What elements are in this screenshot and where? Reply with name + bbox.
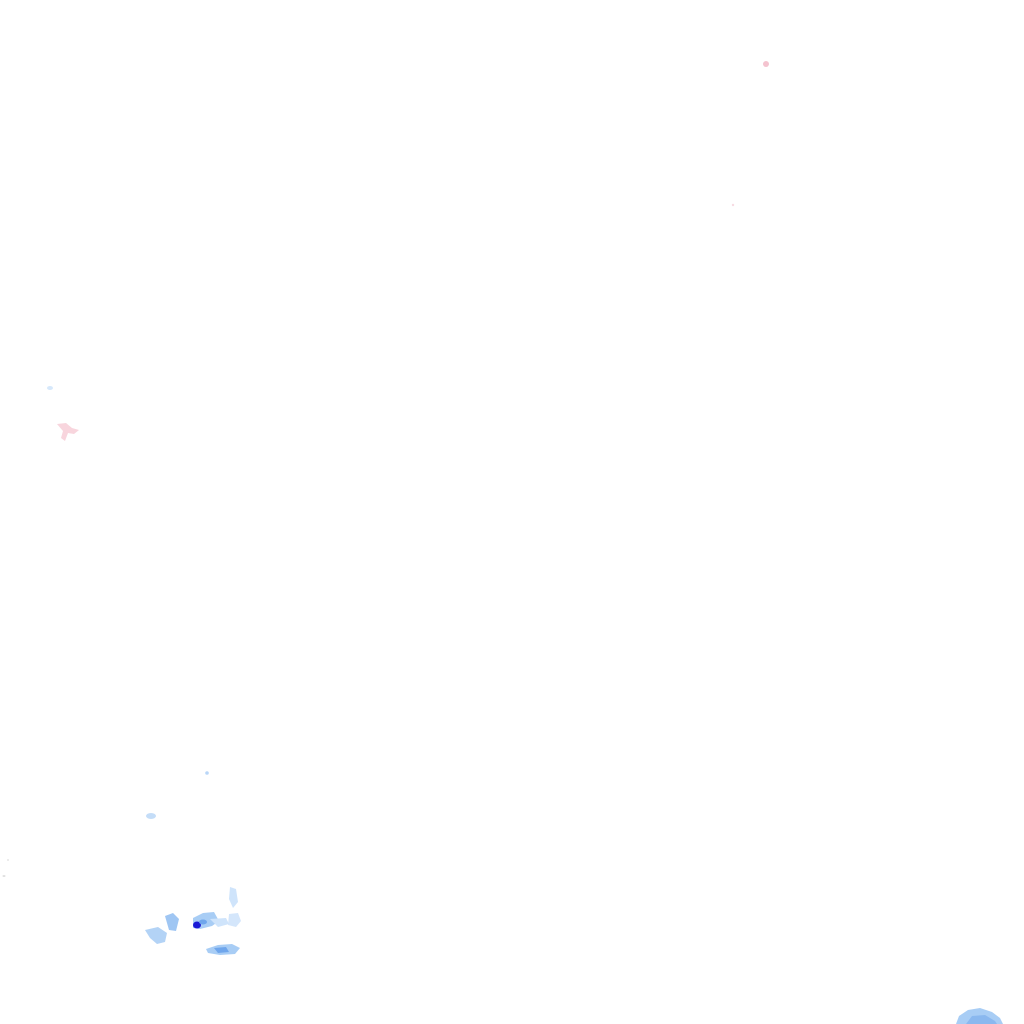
rain-cell-left-edge — [47, 386, 53, 390]
rain-cell-bottom-right — [956, 1008, 1003, 1024]
mixed-precip-cell-left — [57, 423, 79, 441]
rain-speck-lower-left — [2, 771, 209, 877]
rain-cluster-lower-left — [145, 887, 241, 955]
mixed-precip-cell-top-right — [731, 61, 769, 207]
